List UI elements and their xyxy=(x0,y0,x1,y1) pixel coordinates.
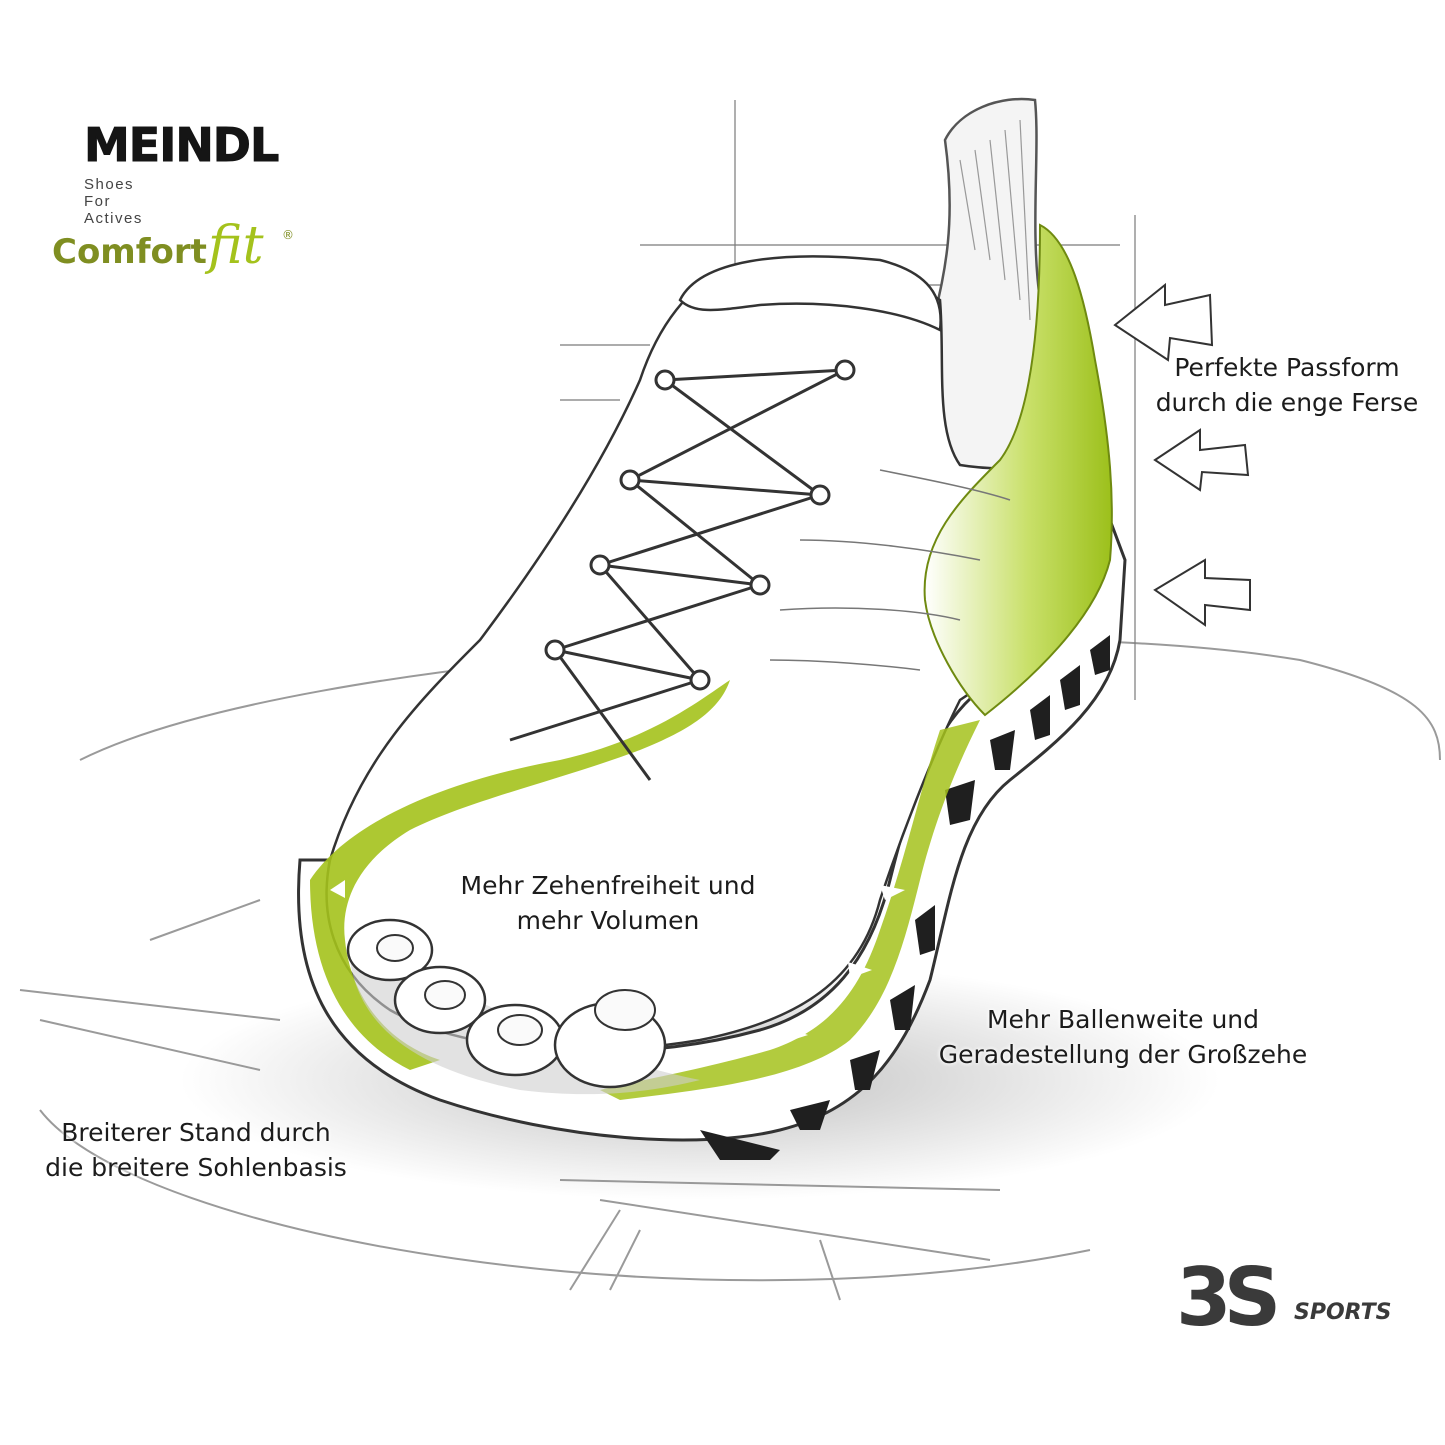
eyelet xyxy=(689,669,711,691)
callout-heel-line1: Perfekte Passform xyxy=(1174,353,1400,382)
brand-tagline: Shoes For Actives xyxy=(84,176,143,227)
callout-heel-line2: durch die enge Ferse xyxy=(1155,388,1419,417)
footbed-highlight xyxy=(310,680,730,1070)
callout-ball-line1: Mehr Ballenweite und xyxy=(986,1005,1260,1034)
shoe-collar xyxy=(678,255,942,332)
toenails xyxy=(376,934,656,1046)
arrow-icon xyxy=(1113,282,1251,627)
eyelet xyxy=(544,639,566,661)
retailer-mark: 3S xyxy=(1176,1251,1281,1344)
eyelet xyxy=(809,484,831,506)
registered-mark: ® xyxy=(282,228,294,242)
eyelets xyxy=(544,359,856,691)
sole-lugs xyxy=(700,635,1110,1160)
callout-toes-line1: Mehr Zehenfreiheit und xyxy=(460,871,756,900)
eyelet xyxy=(749,574,771,596)
retailer-word: SPORTS xyxy=(1294,1300,1392,1325)
eyelet xyxy=(654,369,676,391)
callout-toes-line2: mehr Volumen xyxy=(516,906,700,935)
eyelet xyxy=(589,554,611,576)
eyelet xyxy=(619,469,641,491)
callout-ball-line2: Geradestellung der Großzehe xyxy=(938,1040,1308,1069)
leg-hatching xyxy=(959,119,1031,321)
callout-sole: Breiterer Stand durch die breitere Sohle… xyxy=(18,1115,374,1185)
callout-ball: Mehr Ballenweite und Geradestellung der … xyxy=(905,1002,1341,1072)
comfortfit-part1: Comfort xyxy=(52,232,207,272)
eyelet xyxy=(834,359,856,381)
callout-heel: Perfekte Passform durch die enge Ferse xyxy=(1132,350,1442,420)
comfortfit-part2: fit xyxy=(208,216,264,276)
brand-name: MEINDL xyxy=(83,118,279,173)
footbed-arch-highlight xyxy=(600,720,980,1100)
laces xyxy=(509,368,846,781)
heel-counter-highlight xyxy=(923,223,1113,717)
callout-sole-line1: Breiterer Stand durch xyxy=(61,1118,331,1147)
callout-sole-line2: die breitere Sohlenbasis xyxy=(45,1153,347,1182)
footbed-arrows xyxy=(330,880,905,1042)
upper-stitching xyxy=(769,469,1011,671)
callout-toes: Mehr Zehenfreiheit und mehr Volumen xyxy=(430,868,786,938)
